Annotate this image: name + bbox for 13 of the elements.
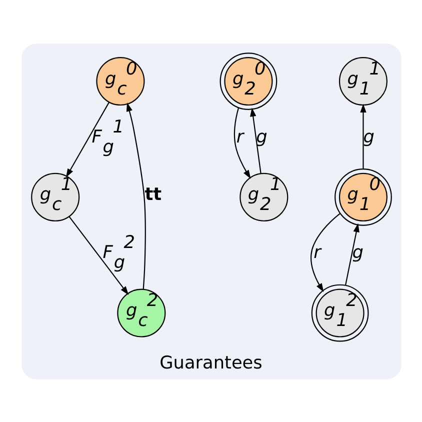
edge-label: g <box>352 242 363 263</box>
arrow <box>233 107 250 178</box>
arrow <box>65 101 110 178</box>
edge-label: r <box>236 126 244 147</box>
edge-label: g <box>256 126 267 147</box>
arrow <box>250 107 261 174</box>
arrow <box>68 216 128 295</box>
edge-label: tt <box>144 184 162 205</box>
arrow <box>126 102 146 289</box>
edge-label: r <box>313 242 320 263</box>
arrow <box>344 222 359 285</box>
arrow <box>310 212 340 292</box>
arrow <box>360 103 366 168</box>
